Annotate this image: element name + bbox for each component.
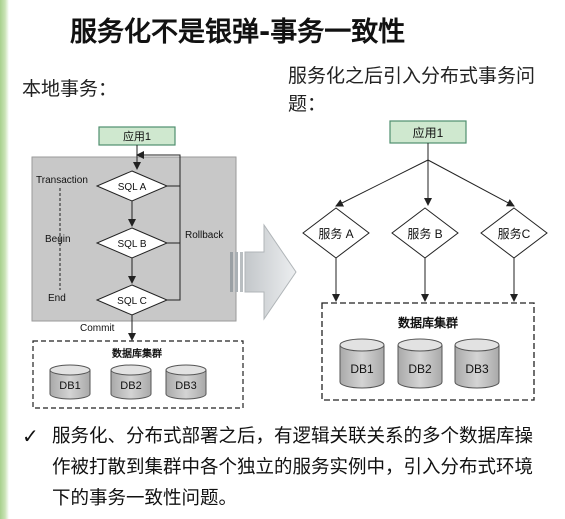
sql-c-label: SQL C bbox=[117, 296, 147, 307]
left-db2: DB2 bbox=[110, 364, 152, 400]
bottom-note-text: 服务化、分布式部署之后，有逻辑关联关系的多个数据库操作被打散到集群中各个独立的服… bbox=[52, 426, 534, 509]
service-c-label: 服务C bbox=[498, 226, 531, 241]
right-db1-label: DB1 bbox=[350, 362, 374, 376]
right-db-cluster bbox=[321, 302, 535, 401]
slide-title: 服务化不是银弹-事务一致性 bbox=[70, 17, 406, 48]
accent-stripe bbox=[0, 0, 9, 519]
local-transaction-diagram: 应用1 SQL A SQL B SQL C Rollback Transacti… bbox=[31, 126, 244, 409]
right-db2: DB2 bbox=[397, 338, 443, 389]
left-cluster-title: 数据库集群 bbox=[112, 347, 162, 360]
left-db3: DB3 bbox=[165, 364, 207, 400]
distributed-transaction-diagram: 应用1 服务 A 服务 B 服务C 数据库集群 DB1 bbox=[302, 120, 548, 401]
distributed-transaction-heading: 服务化之后引入分布式事务问题： bbox=[288, 65, 536, 115]
left-db1-label: DB1 bbox=[59, 380, 80, 392]
left-db-cluster bbox=[32, 340, 244, 409]
transaction-label: Transaction bbox=[36, 175, 88, 186]
right-db2-label: DB2 bbox=[408, 362, 432, 376]
left-db3-label: DB3 bbox=[175, 380, 196, 392]
check-icon: ✓ bbox=[22, 424, 39, 448]
right-cluster-title: 数据库集群 bbox=[398, 315, 458, 330]
local-transaction-heading: 本地事务： bbox=[22, 78, 118, 100]
left-db2-label: DB2 bbox=[120, 380, 141, 392]
service-b-label: 服务 B bbox=[407, 226, 442, 241]
right-db3-label: DB3 bbox=[465, 362, 489, 376]
sql-b-label: SQL B bbox=[117, 239, 146, 250]
left-db1: DB1 bbox=[49, 364, 91, 400]
right-db1: DB1 bbox=[339, 338, 385, 389]
end-label: End bbox=[48, 293, 66, 304]
sql-a-label: SQL A bbox=[118, 182, 147, 193]
right-db3: DB3 bbox=[454, 338, 500, 389]
left-app-label: 应用1 bbox=[123, 129, 151, 143]
rollback-label: Rollback bbox=[185, 230, 224, 241]
service-a-label: 服务 A bbox=[318, 226, 353, 241]
right-app-label: 应用1 bbox=[413, 125, 444, 140]
transition-arrow bbox=[230, 223, 297, 321]
rollback-path bbox=[136, 151, 181, 301]
commit-label: Commit bbox=[80, 323, 115, 334]
begin-label: Begin bbox=[45, 234, 71, 245]
